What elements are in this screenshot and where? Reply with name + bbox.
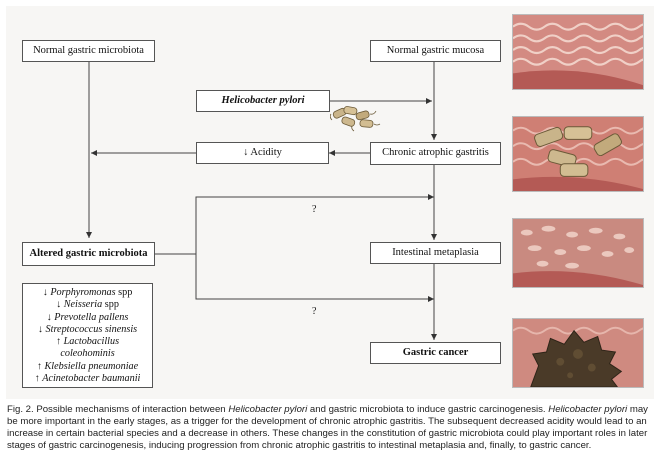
box-intestinal-metaplasia: Intestinal metaplasia [370,242,501,264]
species-row: ↓ Streptococcus sinensis [37,323,138,335]
label-helicobacter-pylori: Helicobacter pylori [221,94,305,106]
box-gastric-cancer: Gastric cancer [370,342,501,364]
box-normal-gastric-mucosa: Normal gastric mucosa [370,40,501,62]
label-altered-gastric-microbiota: Altered gastric microbiota [29,247,148,259]
arrow-altered-to-lower-pathway [195,254,432,300]
label-chronic-atrophic-gastritis: Chronic atrophic gastritis [382,147,489,159]
species-row: ↓ Prevotella pallens [46,311,129,323]
box-chronic-atrophic-gastritis: Chronic atrophic gastritis [370,142,501,165]
label-normal-gastric-microbiota: Normal gastric microbiota [33,44,144,56]
species-row: ↑ Acinetobacter baumanii [34,373,141,385]
species-row: coleohominis [60,348,115,360]
gastric-cancer-image [512,318,644,388]
label-normal-gastric-mucosa: Normal gastric mucosa [386,44,485,56]
arrow-altered-to-upper-pathway [155,196,432,255]
normal-mucosa-image [512,14,644,90]
label-gastric-cancer: Gastric cancer [402,346,469,358]
bacteria-cluster-icon [330,106,381,132]
box-normal-gastric-microbiota: Normal gastric microbiota [22,40,155,62]
chronic-gastritis-image [512,116,644,192]
label-acidity: ↓ Acidity [243,146,282,158]
intestinal-metaplasia-image [512,218,644,288]
label-intestinal-metaplasia: Intestinal metaplasia [392,246,479,258]
species-list: ↓ Porphyromonas spp ↓ Neisseria spp ↓ Pr… [22,283,153,388]
species-row: ↑ Lactobacillus [55,336,120,348]
species-row: ↓ Neisseria spp [56,299,119,311]
box-helicobacter-pylori: Helicobacter pylori [196,90,330,112]
question-mark-upper: ? [312,204,317,215]
box-altered-gastric-microbiota: Altered gastric microbiota [22,242,155,266]
box-acidity: ↓ Acidity [196,142,329,164]
flow-connectors [86,61,437,340]
species-row: ↓ Porphyromonas spp [42,287,133,298]
figure-caption: Fig. 2. Possible mechanisms of interacti… [7,404,648,452]
species-row: ↑ Klebsiella pneumoniae [36,360,139,372]
question-mark-lower: ? [312,306,317,317]
